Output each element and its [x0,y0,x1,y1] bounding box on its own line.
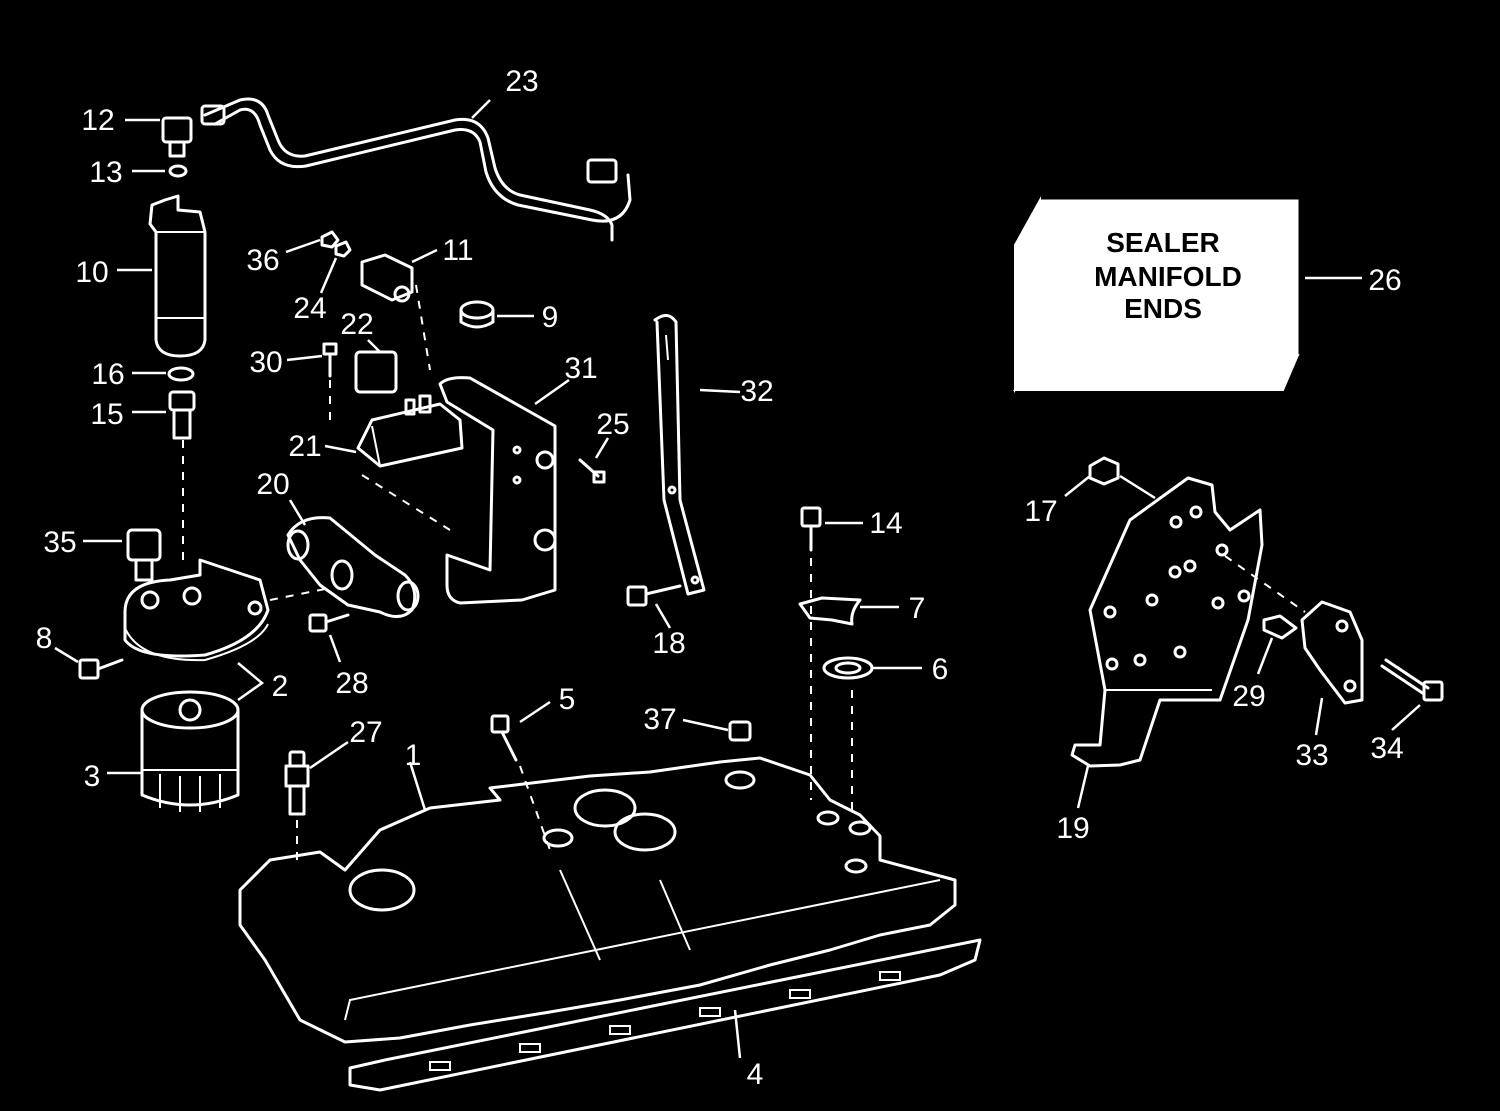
nut-17-part [1088,456,1120,486]
callout-36: 36 [246,244,279,277]
callout-9: 9 [542,301,559,334]
callout-17: 17 [1024,495,1057,528]
callout-23: 23 [505,65,538,98]
callout-15: 15 [90,398,123,431]
nut-36-part [320,230,340,249]
callout-8: 8 [36,622,53,655]
o-ring-lower-part [167,366,195,382]
callout-4: 4 [747,1058,764,1091]
callout-19: 19 [1056,812,1089,845]
relay-22-part [354,350,398,394]
callout-13: 13 [89,156,122,189]
strap-32-part [653,314,706,596]
mount-20-part [286,516,420,618]
filter-bracket-part [123,558,270,662]
callout-6: 6 [932,653,949,686]
o-ring-upper-part [168,164,188,178]
block-33-part [1300,600,1364,705]
fuel-pump-part [148,194,207,358]
elbow-fitting-part [161,116,193,158]
callout-5: 5 [559,683,576,716]
callout-35: 35 [43,526,76,559]
callout-26: 26 [1368,264,1401,297]
bolt-14-part [800,506,822,552]
nut-24-part [334,240,352,258]
sealer-box-line2: MANIFOLD [1094,261,1242,292]
intake-manifold-part [238,756,957,1044]
callout-10: 10 [75,256,108,289]
manifold-gasket-part [348,938,982,1092]
callout-25: 25 [596,408,629,441]
module-21-part [356,394,464,468]
bracket-31-part [438,376,557,605]
callout-14: 14 [869,507,902,540]
callout-33: 33 [1295,739,1328,772]
screw-30-part [322,342,338,378]
callout-18: 18 [652,627,685,660]
callout-29: 29 [1232,680,1265,713]
callout-1: 1 [405,739,422,772]
callout-21: 21 [288,430,321,463]
screw-25-part [578,458,606,484]
bolt-8-part [78,658,124,680]
callout-22: 22 [340,308,373,341]
callout-20: 20 [256,468,289,501]
leader-lines [54,99,1421,1059]
washer-6-part [822,656,874,680]
callout-11: 11 [442,234,473,267]
callout-12: 12 [81,104,114,137]
sealer-box-line3: ENDS [1124,293,1202,324]
bolt-28-part [308,613,350,633]
bolt-18-part [626,584,682,607]
sealer-box: SEALER MANIFOLD ENDS [1013,196,1300,394]
clip-7-part [798,596,862,626]
callout-32: 32 [740,375,773,408]
bracket-19-part [1070,476,1264,768]
callout-2: 2 [272,670,289,703]
bolt-34-part [1380,658,1444,702]
callout-31: 31 [564,352,597,385]
elbow-35-part [126,528,162,582]
callout-labels: 1 2 3 4 5 6 7 8 9 10 11 12 13 14 15 16 1… [36,65,1404,1091]
clip-29-part [1262,614,1298,640]
temp-sensor-27-part [284,750,310,816]
fuel-line-part [200,97,632,242]
callout-3: 3 [84,760,101,793]
sensor-11-part [360,253,414,303]
callout-28: 28 [335,667,368,700]
callout-30: 30 [249,346,282,379]
inlet-fitting-part [168,390,196,440]
callout-37: 37 [643,703,676,736]
callout-16: 16 [91,358,124,391]
plug-37-part [728,720,752,742]
sealer-box-line1: SEALER [1106,227,1220,258]
callout-7: 7 [909,592,926,625]
bolt-5-part [490,714,518,762]
oil-filter-part [140,690,240,812]
callout-24: 24 [293,292,326,325]
callout-34: 34 [1370,732,1403,765]
grommet-9-part [459,300,495,329]
callout-27: 27 [349,716,382,749]
